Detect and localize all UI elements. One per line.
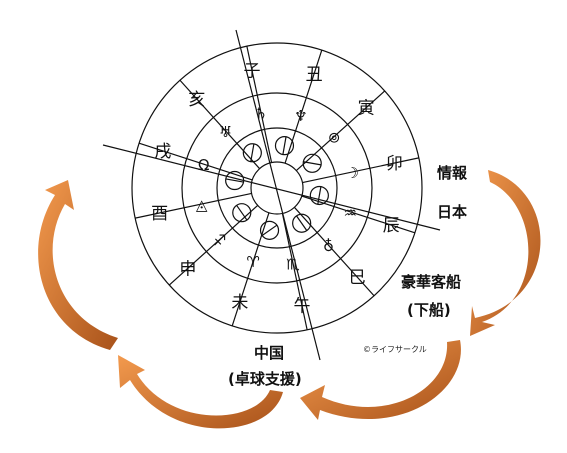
arrow-right-top <box>470 170 541 336</box>
inner-element-icon <box>302 153 322 173</box>
wheel <box>131 42 423 334</box>
middle-symbol: ♈ <box>246 253 259 271</box>
label-chugoku: 中国 <box>254 344 284 362</box>
spoke-line <box>284 49 323 164</box>
inner-ring <box>216 127 338 249</box>
inner-element-icon <box>242 143 262 163</box>
spoke-line <box>281 213 308 330</box>
middle-symbol: ☽ <box>346 164 359 182</box>
middle-symbol: ♁ <box>323 237 334 255</box>
arrow-bottom <box>118 355 283 429</box>
spoke-line <box>295 90 386 172</box>
spoke-line <box>168 204 259 286</box>
zodiac-label: 午 <box>293 296 310 316</box>
copyright-text: ©ライフサークル <box>363 345 427 354</box>
spokes <box>102 29 441 361</box>
middle-symbol: ♅ <box>219 123 232 141</box>
inner-element-icon <box>232 203 252 223</box>
zodiac-label: 巳 <box>349 268 366 288</box>
middle-symbol: ♆ <box>294 107 307 125</box>
inner-element-icon <box>274 136 295 156</box>
middle-symbol: ♒ <box>344 204 357 222</box>
zodiac-label: 子 <box>244 62 261 82</box>
spoke-line <box>246 46 273 163</box>
middle-symbol: ⊚ <box>328 128 341 146</box>
spoke-line <box>179 79 261 170</box>
spoke-line <box>231 212 270 327</box>
axis-line <box>235 29 321 361</box>
spoke-line <box>301 195 416 234</box>
middle-symbol: Ω <box>198 156 209 174</box>
label-takkyu: (卓球支援) <box>228 370 302 388</box>
center-circle <box>250 161 304 215</box>
zodiac-label: 戌 <box>154 142 171 162</box>
zodiac-label: 未 <box>231 293 248 313</box>
spoke-line <box>135 192 252 219</box>
zodiac-label: 寅 <box>358 99 375 119</box>
label-jouhou: 情報 <box>437 164 468 182</box>
label-nihon: 日本 <box>437 203 467 221</box>
inner-element-icon <box>225 170 245 191</box>
outer-ring <box>131 42 423 334</box>
middle-ring <box>181 92 373 284</box>
zodiac-label: 亥 <box>188 90 205 110</box>
middle-symbol: ◬ <box>196 196 208 214</box>
middle-symbols: ♄ ♆ ⊚ ☽ ♒ ♁ ♏ ♈ ♐ ◬ Ω ♅ <box>196 105 359 274</box>
axis-line <box>102 144 441 231</box>
zodiac-label: 丑 <box>306 65 323 85</box>
spoke-line <box>302 157 419 184</box>
zodiac-label: 卯 <box>386 154 403 174</box>
label-gouka: 豪華客船 <box>401 273 461 291</box>
inner-element-icon <box>259 220 280 240</box>
spoke-line <box>293 206 375 297</box>
zodiac-label: 申 <box>179 259 196 279</box>
middle-symbol: ♐ <box>213 232 226 250</box>
middle-symbol: ♄ <box>254 105 267 123</box>
inner-element-icon <box>292 213 312 233</box>
cycle-arrows <box>38 170 541 429</box>
zodiac-label: 辰 <box>383 216 400 236</box>
label-gesen: (下船) <box>407 301 451 319</box>
arrow-right-bottom <box>300 340 461 420</box>
zodiac-label: 酉 <box>151 204 168 224</box>
inner-symbols <box>225 136 329 240</box>
middle-symbol: ♏ <box>286 255 300 273</box>
inner-element-icon <box>309 185 329 206</box>
spoke-line <box>138 142 253 181</box>
arrow-left <box>38 180 118 350</box>
